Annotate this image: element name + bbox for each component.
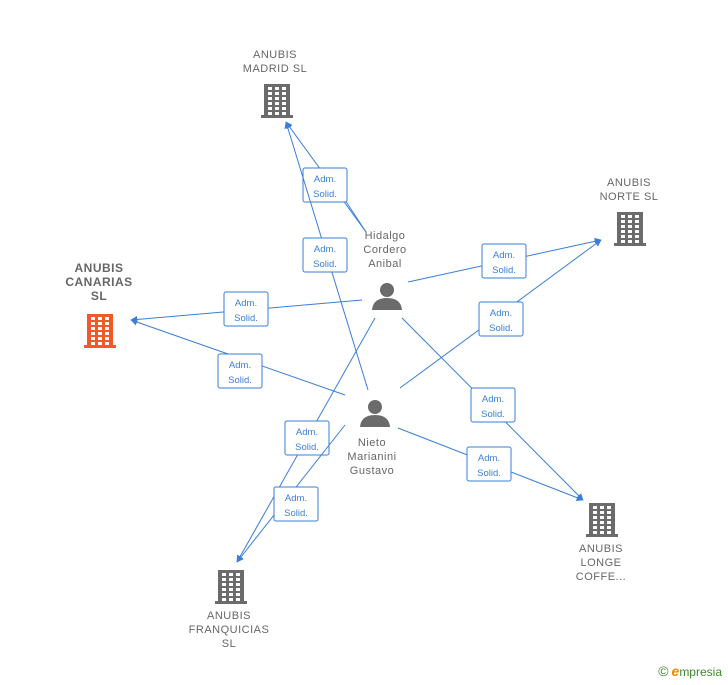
edge-label-box xyxy=(302,237,348,273)
brand-logo-initial: e xyxy=(671,663,680,679)
node-label-line: Nieto xyxy=(358,437,386,449)
edge-label-box xyxy=(223,291,269,327)
edge-label-text: Solid. xyxy=(477,468,501,479)
node-label-line: Hidalgo xyxy=(365,230,406,242)
node-label-line: ANUBIS xyxy=(607,177,651,189)
node-label-line: COFFE... xyxy=(576,571,626,583)
edge-label-box xyxy=(302,167,348,203)
edge-label-text: Adm. xyxy=(493,250,515,261)
edge-label-box xyxy=(481,243,527,279)
edge-label-text: Adm. xyxy=(235,298,257,309)
node-label-line: Anibal xyxy=(368,258,402,270)
node-franquicias[interactable]: ANUBIS FRANQUICIAS SL xyxy=(189,570,270,650)
edge-label-text: Adm. xyxy=(314,174,336,185)
edge-label-box xyxy=(273,486,319,522)
person-icon xyxy=(372,283,402,310)
brand-name: mpresia xyxy=(679,665,722,679)
edge-label-text: Solid. xyxy=(313,259,337,270)
edge-label-hidalgo-canarias[interactable]: Adm. Solid. xyxy=(223,291,269,327)
node-label-line: MADRID SL xyxy=(243,63,307,75)
edge-label-nieto-madrid[interactable]: Adm. Solid. xyxy=(302,237,348,273)
node-label-line: Cordero xyxy=(363,244,406,256)
edge-label-box xyxy=(478,301,524,337)
edge-label-text: Adm. xyxy=(482,394,504,405)
edges-layer: Adm. Solid. Adm. Solid. Adm. Solid. Adm. Solid.… xyxy=(130,121,602,563)
edge-label-hidalgo-norte[interactable]: Adm. Solid. xyxy=(481,243,527,279)
edge-label-hidalgo-madrid[interactable]: Adm. Solid. xyxy=(302,167,348,203)
edge-label-hidalgo-franquicias[interactable]: Adm. Solid. xyxy=(284,420,330,456)
node-madrid[interactable]: ANUBIS MADRID SL xyxy=(243,49,307,118)
edge-label-hidalgo-longe[interactable]: Adm. Solid. xyxy=(470,387,516,423)
node-label-line: ANUBIS xyxy=(207,610,251,622)
edge-label-nieto-norte[interactable]: Adm. Solid. xyxy=(478,301,524,337)
person-icon xyxy=(360,400,390,427)
edge-label-text: Solid. xyxy=(489,323,513,334)
building-icon xyxy=(84,314,116,348)
edge-label-nieto-franquicias[interactable]: Adm. Solid. xyxy=(273,486,319,522)
edge-label-text: Solid. xyxy=(313,189,337,200)
edge-label-text: Adm. xyxy=(490,308,512,319)
node-label-line: ANUBIS xyxy=(74,261,123,275)
node-label-line: FRANQUICIAS xyxy=(189,624,270,636)
node-label-line: CANARIAS xyxy=(65,275,132,289)
node-label-line: Marianini xyxy=(347,451,396,463)
building-icon xyxy=(215,570,247,604)
copyright-symbol: © xyxy=(658,663,669,679)
brand-footer: ©empresia xyxy=(658,663,722,679)
node-label-line: ANUBIS xyxy=(579,543,623,555)
edge-label-text: Adm. xyxy=(296,427,318,438)
building-icon xyxy=(614,212,646,246)
building-icon xyxy=(586,503,618,537)
node-label-line: ANUBIS xyxy=(253,49,297,61)
edge-label-box xyxy=(470,387,516,423)
node-label-line: LONGE xyxy=(580,557,621,569)
edge-label-text: Adm. xyxy=(314,244,336,255)
edge-label-text: Solid. xyxy=(295,442,319,453)
node-label-line: Gustavo xyxy=(350,465,394,477)
edge-label-text: Adm. xyxy=(478,453,500,464)
building-icon xyxy=(261,84,293,118)
edge-label-box xyxy=(217,353,263,389)
node-label-line: SL xyxy=(91,289,107,303)
edge-label-text: Solid. xyxy=(228,375,252,386)
edge-label-nieto-canarias[interactable]: Adm. Solid. xyxy=(217,353,263,389)
node-label-line: NORTE SL xyxy=(600,191,659,203)
edge-label-text: Solid. xyxy=(234,313,258,324)
edge-label-box xyxy=(284,420,330,456)
edge-label-box xyxy=(466,446,512,482)
edge-label-text: Adm. xyxy=(285,493,307,504)
node-label-line: SL xyxy=(222,638,236,650)
edge-label-nieto-longe[interactable]: Adm. Solid. xyxy=(466,446,512,482)
edge-label-text: Solid. xyxy=(492,265,516,276)
edge-label-text: Adm. xyxy=(229,360,251,371)
node-longe[interactable]: ANUBIS LONGE COFFE... xyxy=(576,503,626,583)
edge-label-text: Solid. xyxy=(284,508,308,519)
edge-segment xyxy=(344,199,367,233)
node-norte[interactable]: ANUBIS NORTE SL xyxy=(600,177,659,246)
edge-label-text: Solid. xyxy=(481,409,505,420)
